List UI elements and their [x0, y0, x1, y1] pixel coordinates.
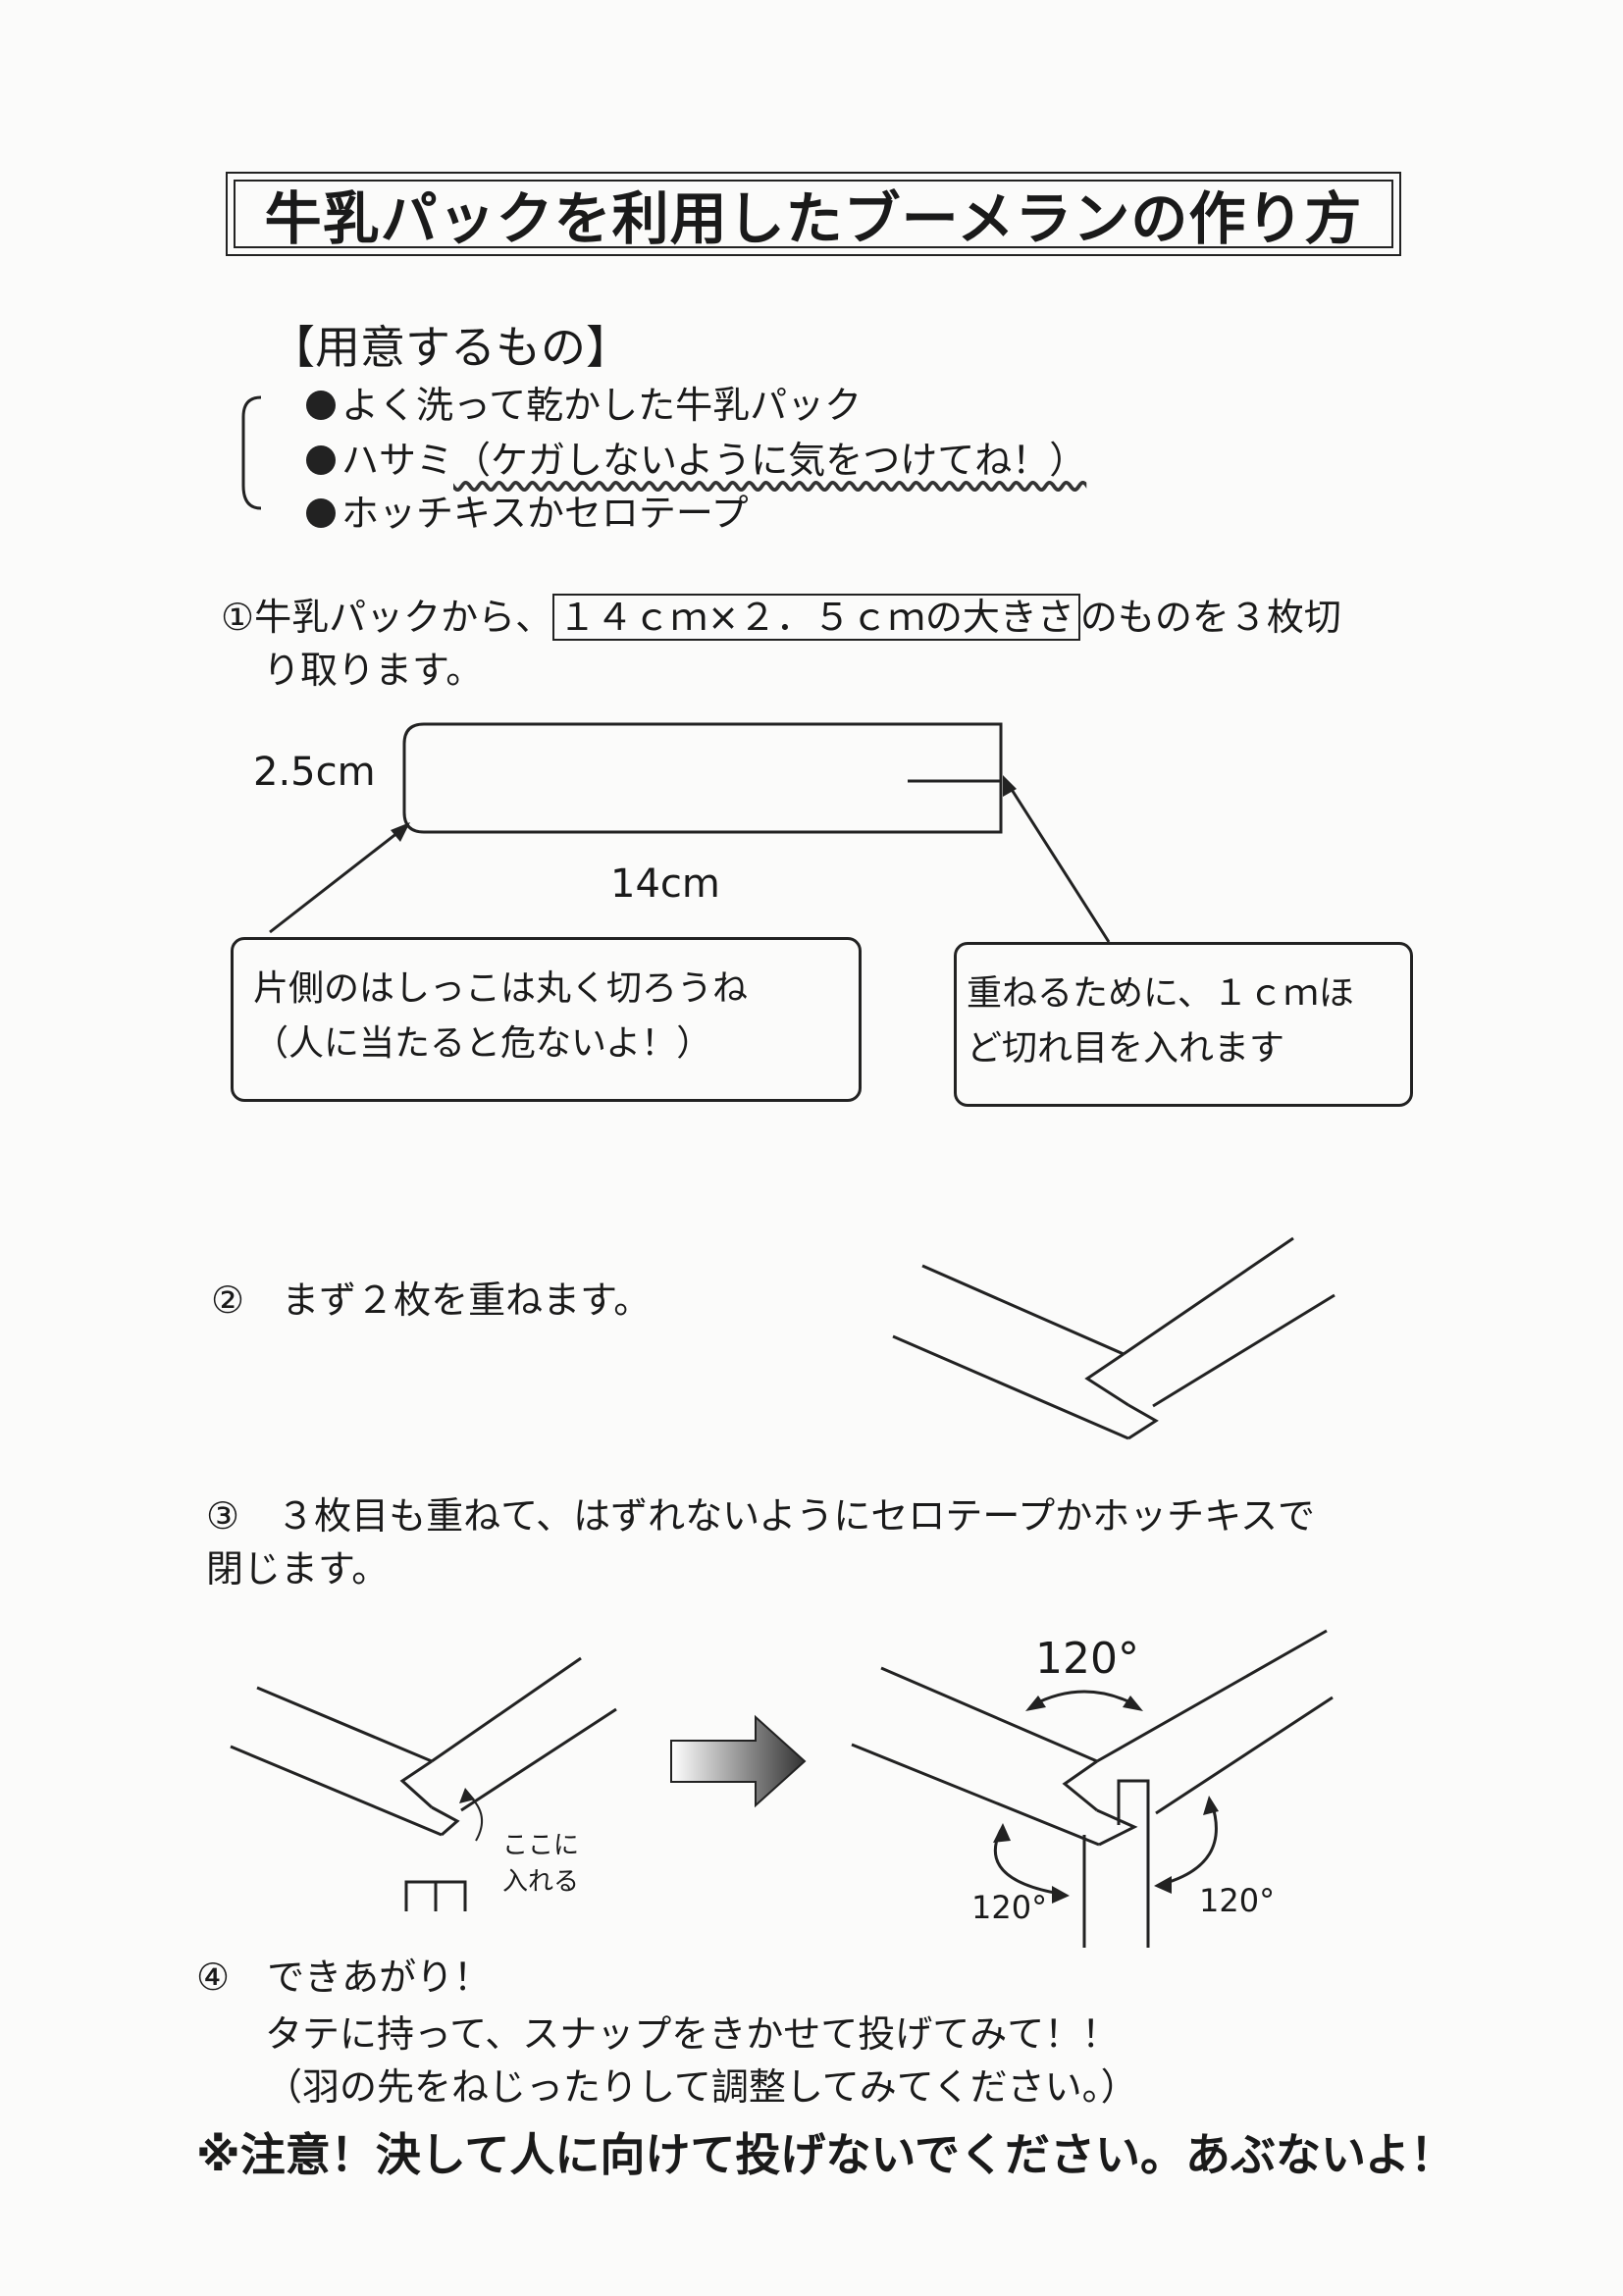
materials-heading: 【用意するもの】 — [270, 321, 631, 374]
step4-adjust-note: （羽の先をねじったりして調整してみてください。） — [265, 2065, 1138, 2109]
callout-slit: 重ねるために、１ｃｍほ ど切れ目を入れます — [954, 942, 1413, 1107]
dimension-width: 2.5cm — [253, 750, 376, 795]
step4-instruction: タテに持って、スナップをきかせて投げてみて！！ — [265, 2012, 1120, 2056]
bullet-icon — [306, 498, 336, 528]
safety-warning: ※注意！決して人に向けて投げないでください。あぶないよ！ — [196, 2128, 1456, 2181]
bullet-icon — [306, 391, 336, 420]
insert-here-note: ここに 入れる — [502, 1831, 580, 1897]
angle-label-top: 120° — [1035, 1634, 1139, 1684]
step1-text: ①牛乳パックから、１４ｃｍ×２．５ｃｍの大きさのものを３枚切 — [221, 594, 1341, 641]
step3-text: ③ ３枚目も重ねて、はずれないようにセロテープかホッチキスで — [206, 1494, 1315, 1538]
step1-text-cont: り取ります。 — [263, 649, 484, 692]
bullet-icon — [306, 445, 336, 475]
material-item-milk-carton: よく洗って乾かした牛乳パック — [306, 375, 862, 429]
callout-round-corner: 片側のはしっこは丸く切ろうね （人に当たると危ないよ！） — [231, 937, 862, 1102]
step4-title: ④ できあがり！ — [196, 1956, 492, 1999]
step2-text: ② まず２枚を重ねます。 — [211, 1278, 652, 1322]
step1-size: １４ｃｍ×２．５ｃｍの大きさ — [552, 594, 1080, 641]
page-title: 牛乳パックを利用したブーメランの作り方 — [234, 180, 1393, 252]
angle-label-left: 120° — [971, 1889, 1048, 1926]
dimension-length: 14cm — [610, 861, 720, 907]
step3-text-cont: 閉じます。 — [206, 1547, 390, 1591]
angle-label-right: 120° — [1199, 1882, 1276, 1919]
material-item-scissors: ハサミ（ケガしないように気をつけてね！） — [306, 430, 1086, 484]
title-frame: 牛乳パックを利用したブーメランの作り方 — [226, 172, 1401, 256]
scissors-caution: （ケガしないように気をつけてね！） — [453, 439, 1087, 482]
material-item-stapler-tape: ホッチキスかセロテープ — [306, 483, 749, 537]
